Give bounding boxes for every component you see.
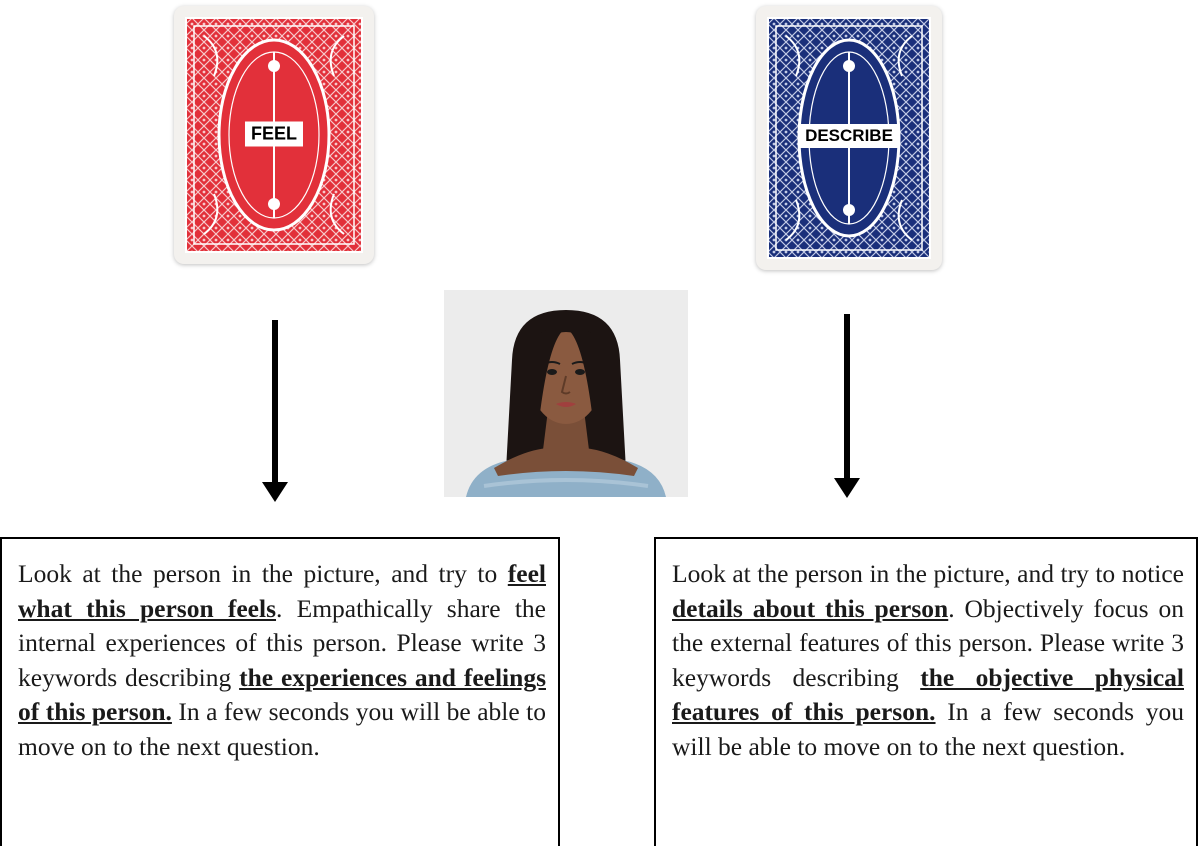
describe-text-intro: Look at the person in the picture, and t… — [672, 559, 1184, 588]
feel-text-intro: Look at the person in the picture, and t… — [18, 559, 508, 588]
arrow-down-icon — [834, 314, 860, 498]
describe-emphasis-2: the objective physical features of this … — [672, 662, 1184, 727]
feel-card-label: FEEL — [244, 121, 304, 147]
arrow-down-icon — [262, 320, 288, 502]
describe-card: DESCRIBE — [756, 6, 942, 270]
describe-card-label: DESCRIBE — [799, 124, 899, 148]
portrait-photo — [444, 290, 688, 497]
feel-card: FEEL — [174, 6, 374, 264]
feel-text-middle: . Empathically share the internal experi… — [18, 593, 546, 692]
feel-emphasis-1: feel what this person feels — [18, 559, 546, 623]
describe-text-middle: . Objectively focus on the external feat… — [672, 593, 1184, 692]
describe-instructions-box: Look at the person in the picture, and t… — [654, 537, 1198, 846]
feel-emphasis-2: the experiences and feelings of this per… — [18, 662, 546, 727]
card-back-pattern-icon — [185, 17, 363, 253]
describe-text-end: In a few seconds you will be able to mov… — [672, 697, 1184, 761]
feel-text-end: In a few seconds you will be able to mov… — [18, 697, 546, 761]
describe-emphasis-1: details about this person — [672, 593, 949, 623]
feel-instructions-box: Look at the person in the picture, and t… — [0, 537, 560, 846]
